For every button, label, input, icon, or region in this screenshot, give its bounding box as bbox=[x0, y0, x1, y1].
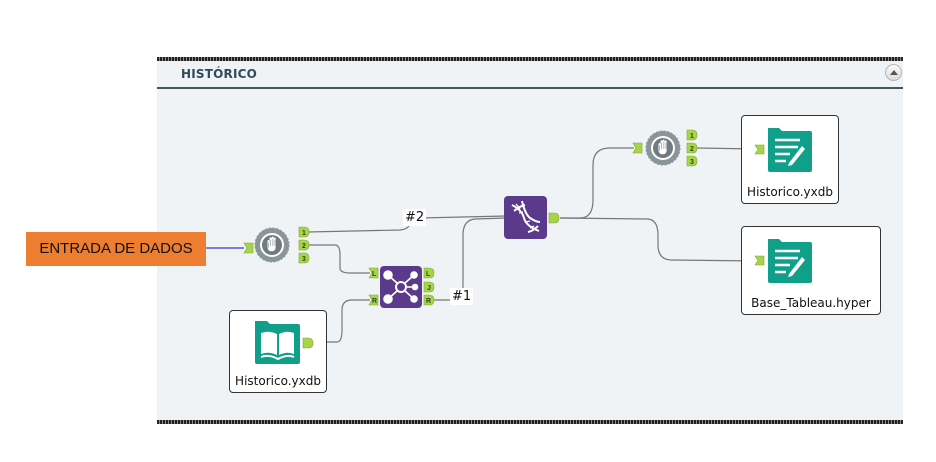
join-icon bbox=[383, 270, 419, 304]
connector-filter1-2-to-join-l bbox=[308, 244, 370, 274]
container-header[interactable]: HISTÓRICO bbox=[157, 61, 903, 89]
output-file-icon bbox=[754, 239, 812, 283]
container-bottom-border bbox=[157, 420, 903, 424]
hand-stop-icon bbox=[253, 226, 291, 264]
join-input-l: L bbox=[372, 271, 377, 278]
container-title: HISTÓRICO bbox=[181, 67, 258, 81]
output-tool-tableau[interactable]: Base_Tableau.hyper bbox=[741, 226, 881, 315]
entrada-de-dados-label: ENTRADA DE DADOS bbox=[26, 232, 206, 266]
output-file-icon bbox=[754, 128, 812, 172]
input-tool-historico[interactable]: Historico.yxdb bbox=[229, 310, 327, 393]
filter-tool-1[interactable]: 1 2 3 bbox=[243, 226, 310, 264]
output-tool-historico[interactable]: Historico.yxdb bbox=[741, 115, 839, 204]
filter2-anchor-3: 3 bbox=[690, 159, 694, 166]
connection-label-1[interactable]: #1 bbox=[450, 288, 474, 305]
join-output-r: R bbox=[426, 298, 431, 305]
book-icon bbox=[255, 321, 314, 364]
filter2-anchor-2: 2 bbox=[690, 146, 694, 153]
filter1-anchor-3: 3 bbox=[302, 256, 306, 263]
output-tool-label: Base_Tableau.hyper bbox=[751, 296, 871, 310]
output-tool-label: Historico.yxdb bbox=[747, 185, 833, 199]
join-input-r: R bbox=[372, 298, 377, 305]
collapse-button[interactable] bbox=[885, 64, 902, 81]
connection-label-2[interactable]: #2 bbox=[403, 209, 427, 226]
join-output-l: L bbox=[426, 271, 431, 278]
filter1-anchor-1: 1 bbox=[302, 230, 306, 237]
connector-union-to-tableau bbox=[559, 217, 758, 262]
union-tool[interactable] bbox=[504, 196, 560, 239]
filter-tool-2[interactable]: 1 2 3 bbox=[632, 129, 698, 167]
join-tool[interactable]: L R L J R bbox=[368, 266, 435, 308]
connector-union-to-filter2 bbox=[560, 147, 634, 219]
filter1-output-anchors[interactable]: 1 2 3 bbox=[298, 226, 310, 264]
filter1-anchor-2: 2 bbox=[302, 243, 306, 250]
join-output-j: J bbox=[427, 285, 431, 292]
input-tool-label: Historico.yxdb bbox=[235, 374, 321, 388]
dna-icon bbox=[511, 200, 541, 233]
filter2-anchor-1: 1 bbox=[690, 133, 694, 140]
connector-input-to-join-r bbox=[327, 299, 370, 343]
hand-stop-icon bbox=[644, 129, 682, 167]
container-top-border bbox=[157, 57, 903, 61]
